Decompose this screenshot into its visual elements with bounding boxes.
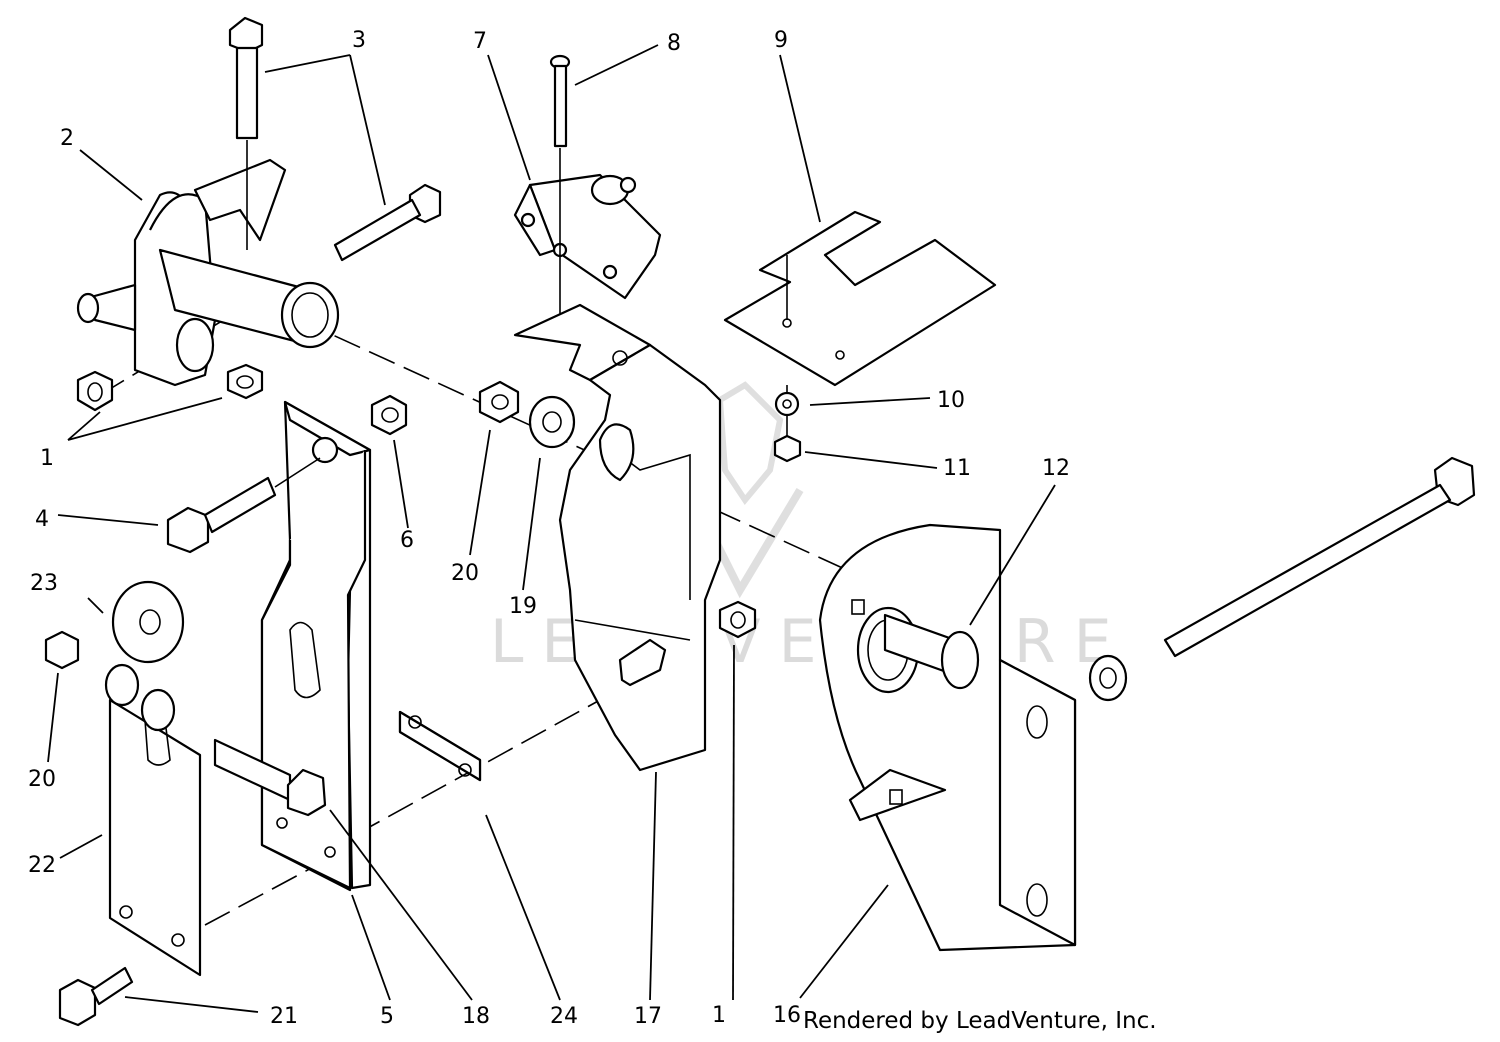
callout-6: 6 — [400, 528, 414, 553]
callout-24: 24 — [550, 1004, 578, 1029]
nut — [718, 600, 757, 639]
nut — [76, 370, 114, 412]
bolt — [166, 457, 321, 554]
screw — [549, 54, 571, 330]
callout-3: 3 — [352, 28, 366, 53]
callout-4: 4 — [35, 507, 49, 532]
nut — [226, 363, 264, 400]
callout-5: 5 — [380, 1004, 394, 1029]
credit-text: Rendered by LeadVenture, Inc. — [803, 1008, 1157, 1034]
lever-plate — [260, 400, 372, 892]
callout-9: 9 — [774, 28, 788, 53]
plate — [723, 210, 997, 450]
washer — [1088, 654, 1128, 702]
switch — [513, 173, 662, 300]
nut — [370, 394, 408, 436]
callout-11: 11 — [943, 456, 971, 481]
callout-20-left: 20 — [28, 767, 56, 792]
callout-20-center: 20 — [451, 561, 479, 586]
pivot-bracket — [76, 158, 340, 387]
callout-7: 7 — [473, 29, 487, 54]
bolt-horizontal — [333, 183, 442, 262]
nut — [44, 630, 80, 670]
lock-washer — [774, 391, 800, 417]
bolt-vertical — [228, 16, 264, 250]
callout-12: 12 — [1042, 456, 1070, 481]
callout-21: 21 — [270, 1004, 298, 1029]
callout-labels: 1 1 2 3 4 5 6 7 8 9 10 11 12 16 17 18 19… — [28, 28, 1070, 1029]
callout-8: 8 — [667, 31, 681, 56]
link-plate — [104, 663, 202, 977]
callout-23: 23 — [30, 571, 58, 596]
callout-22: 22 — [28, 853, 56, 878]
callout-1: 1 — [40, 446, 54, 471]
callout-16: 16 — [773, 1003, 801, 1028]
bolt — [213, 738, 327, 817]
small-nut — [773, 434, 802, 463]
callout-10: 10 — [937, 388, 965, 413]
washer — [528, 395, 576, 449]
callout-18: 18 — [462, 1004, 490, 1029]
bolt — [58, 966, 134, 1027]
main-bracket — [513, 303, 722, 772]
callout-1-center: 1 — [712, 1003, 726, 1028]
callout-2: 2 — [60, 126, 74, 151]
clevis-pin — [883, 613, 980, 690]
callout-17: 17 — [634, 1004, 662, 1029]
leader-lines — [47, 44, 1056, 1013]
long-bolt — [1163, 456, 1476, 658]
nut — [478, 380, 520, 424]
spacer — [111, 580, 185, 664]
callout-19: 19 — [509, 594, 537, 619]
right-bracket — [818, 523, 1077, 952]
shim — [398, 710, 482, 782]
